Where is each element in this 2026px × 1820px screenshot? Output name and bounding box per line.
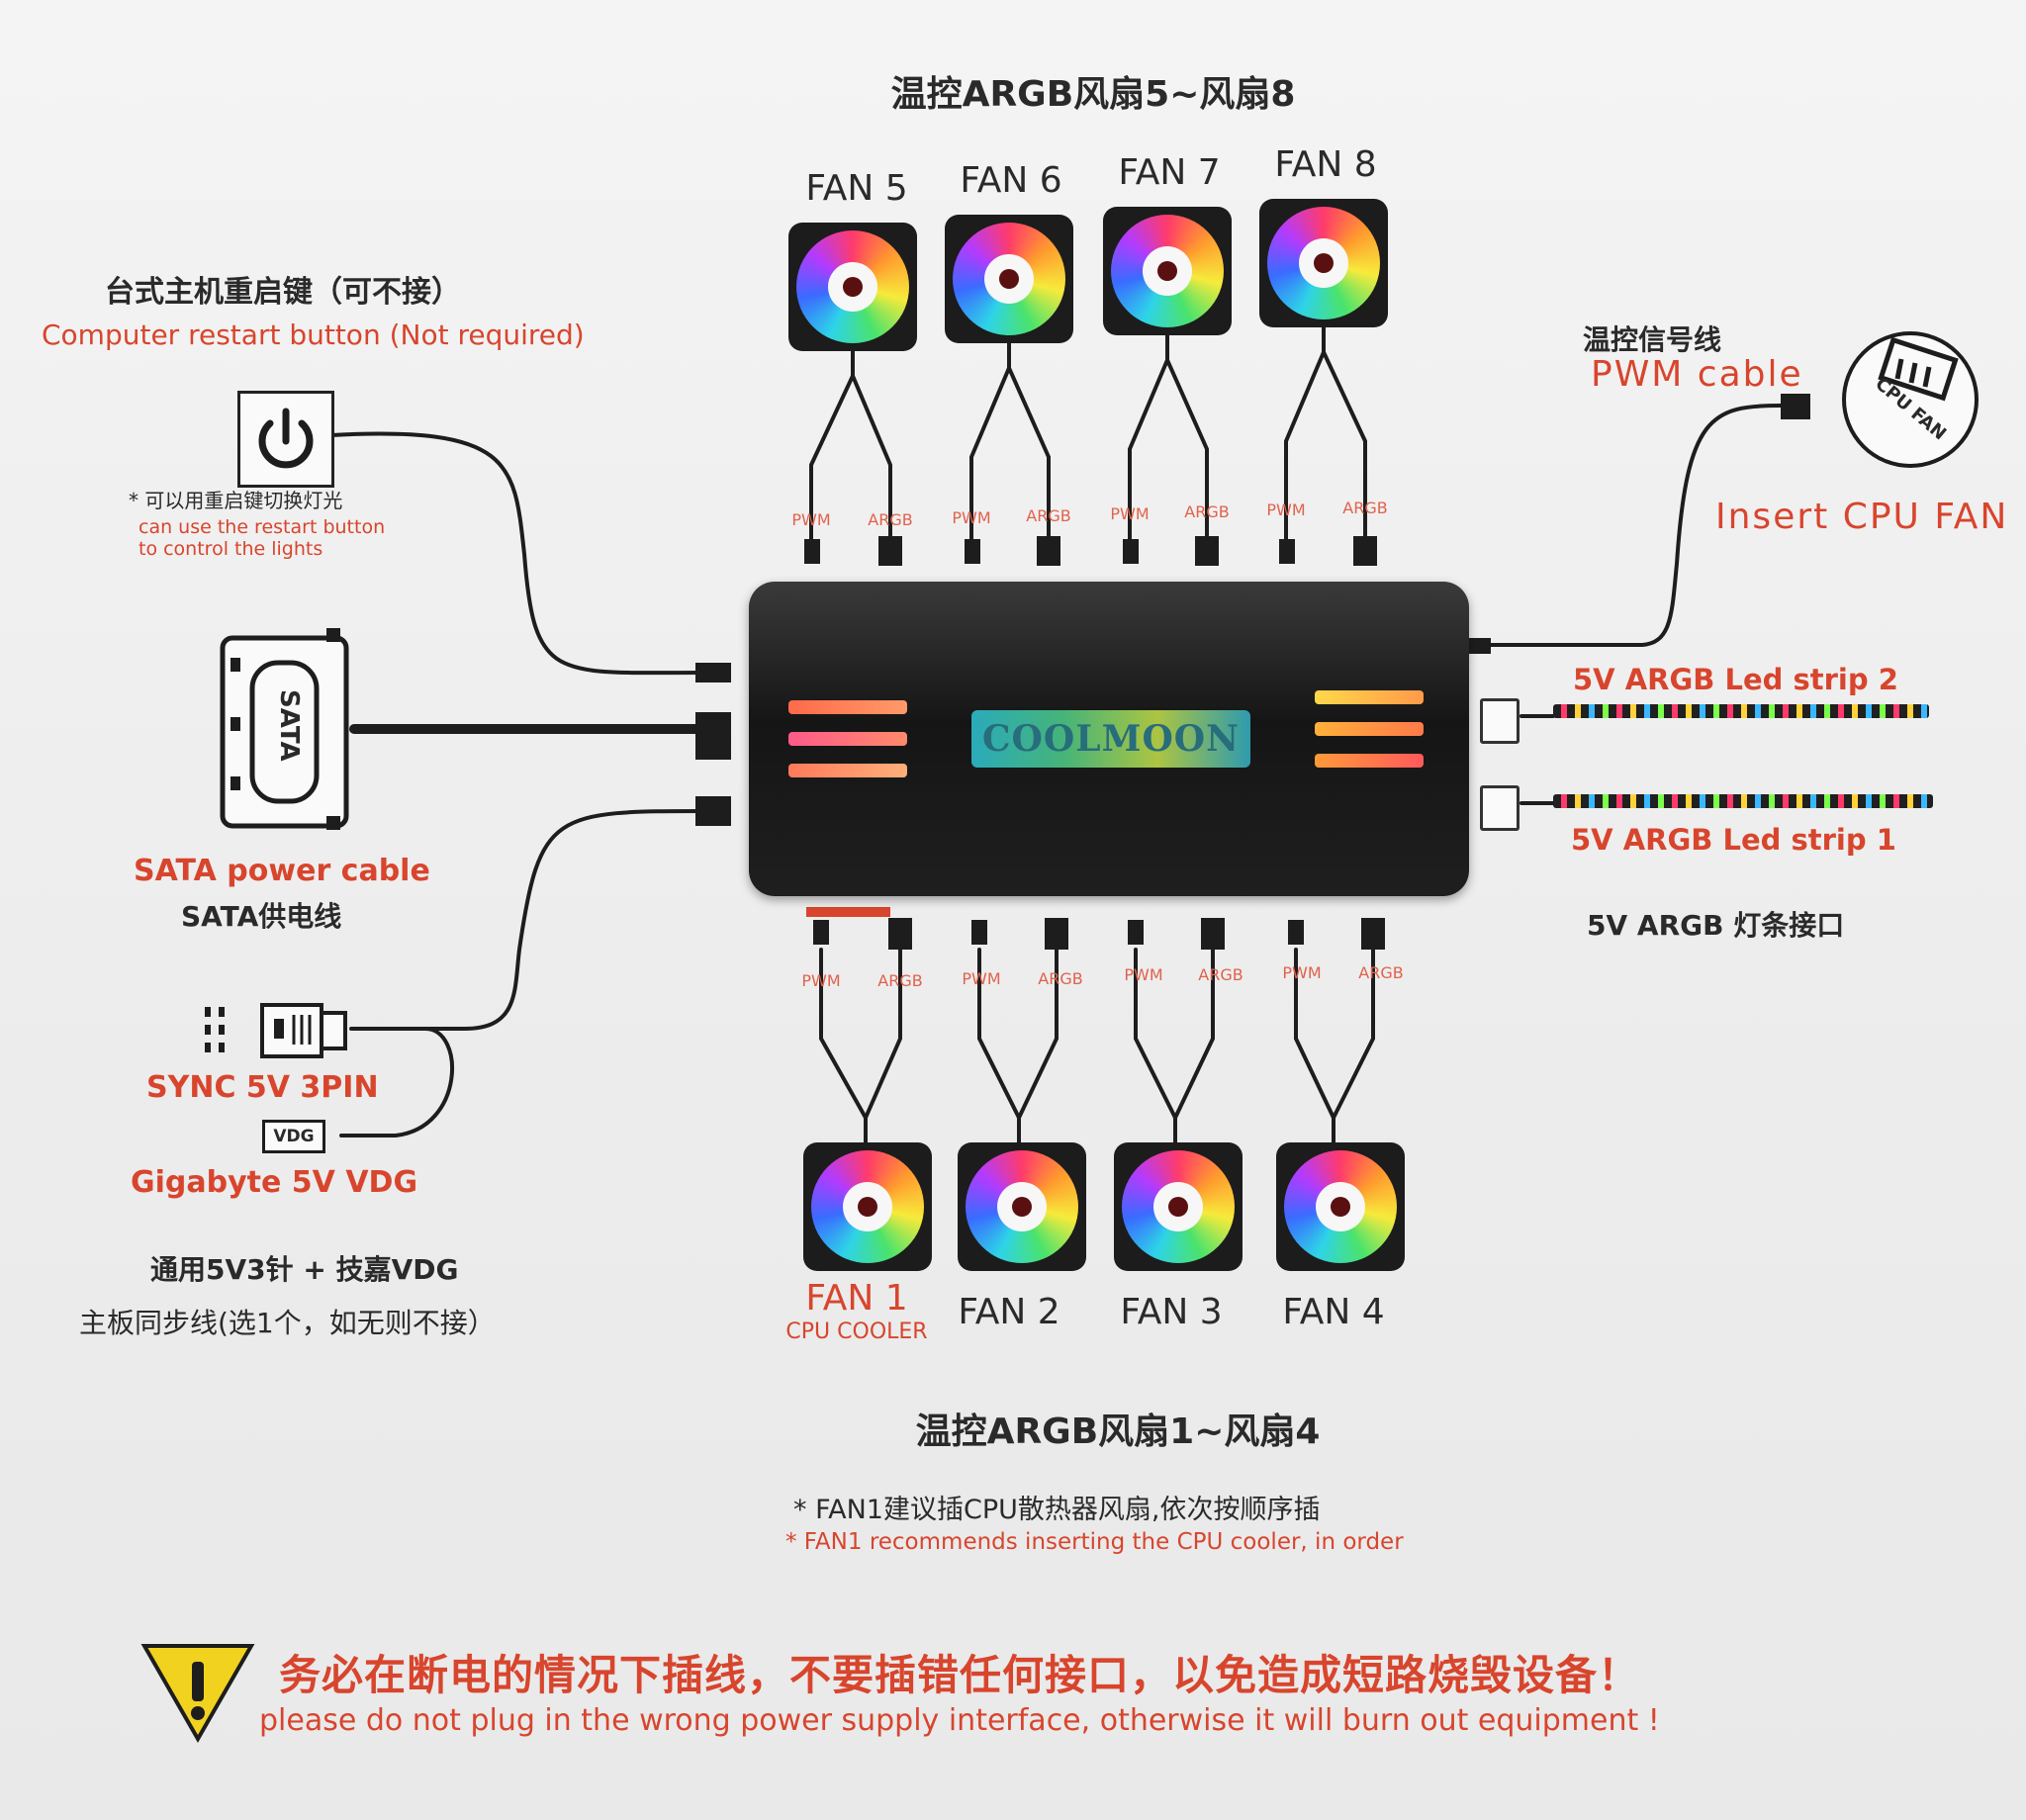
fan-2-icon (958, 1142, 1086, 1271)
sata-label-cn: SATA供电线 (181, 900, 342, 933)
fan-5-icon (788, 223, 917, 351)
fan-6-label: FAN 6 (960, 160, 1062, 201)
restart-note-en-1: can use the restart button (138, 516, 386, 538)
sata-connector-icon: SATA (213, 618, 356, 841)
pin-label-argb: ARGB (1026, 506, 1071, 525)
pin-label-argb: ARGB (877, 971, 923, 990)
fan-2-label: FAN 2 (958, 1292, 1060, 1332)
pin-label-argb: ARGB (868, 510, 913, 529)
restart-title-cn: 台式主机重启键（可不接） (105, 275, 461, 310)
pin-label-pwm: PWM (1110, 504, 1150, 523)
restart-title-en: Computer restart button (Not required) (42, 318, 585, 351)
led-strip-2-connector-icon (1480, 698, 1520, 744)
sync-cn-line-2: 主板同步线(选1个，如无则不接） (79, 1307, 496, 1339)
fan-7-icon (1103, 207, 1232, 335)
pin-label-pwm: PWM (1124, 965, 1163, 984)
sata-label-en: SATA power cable (134, 854, 430, 888)
fan-6-icon (945, 215, 1073, 343)
sync-label-vdg: Gigabyte 5V VDG (131, 1165, 418, 1200)
fan-1-sublabel: CPU COOLER (785, 1320, 928, 1344)
fan-1-icon (803, 1142, 932, 1271)
fan-5-label: FAN 5 (805, 168, 908, 209)
hub-led-bar (1315, 690, 1424, 704)
pin-label-argb: ARGB (1342, 499, 1388, 517)
fan1-note-cn: * FAN1建议插CPU散热器风扇,依次按顺序插 (793, 1495, 1321, 1525)
sync-cn-line-1: 通用5V3针 + 技嘉VDG (150, 1253, 459, 1286)
hub-led-bar (788, 764, 907, 777)
pin-label-argb: ARGB (1038, 969, 1083, 988)
insert-cpu-fan-label: Insert CPU FAN (1715, 497, 2009, 537)
led-strip-cn-label: 5V ARGB 灯条接口 (1587, 909, 1845, 942)
warning-text-cn: 务必在断电的情况下插线，不要插错任何接口，以免造成短路烧毁设备！ (279, 1651, 1641, 1699)
pin-label-pwm: PWM (801, 971, 841, 990)
fan-hub-controller: COOLMOON (749, 582, 1469, 896)
restart-note-en-2: to control the lights (138, 538, 323, 560)
pwm-cable-cn: 温控信号线 (1583, 323, 1722, 356)
vdg-connector-icon: VDG (262, 1120, 325, 1153)
led-strip-1-icon (1553, 794, 1933, 808)
pin-label-argb: ARGB (1198, 965, 1243, 984)
cpu-fan-header-icon: CPU FAN (1842, 331, 1979, 468)
fan-3-label: FAN 3 (1120, 1292, 1223, 1332)
pin-label-argb: ARGB (1184, 502, 1230, 521)
fan-1-label: FAN 1 (805, 1278, 908, 1319)
fan1-note-en: * FAN1 recommends inserting the CPU cool… (785, 1529, 1404, 1555)
fan-8-icon (1259, 199, 1388, 327)
pin-label-pwm: PWM (791, 510, 831, 529)
power-button-icon (237, 391, 334, 488)
led-strip-2-icon (1553, 704, 1929, 718)
sata-connector-text: SATA (274, 689, 304, 762)
fan-8-label: FAN 8 (1274, 144, 1377, 185)
led-strip-2-label: 5V ARGB Led strip 2 (1573, 663, 1898, 696)
fan-4-icon (1276, 1142, 1405, 1271)
hub-led-bar (1315, 722, 1424, 736)
sync-label-3pin: SYNC 5V 3PIN (146, 1070, 379, 1105)
warning-text-en: please do not plug in the wrong power su… (259, 1703, 1660, 1738)
pin-label-pwm: PWM (962, 969, 1001, 988)
pin-label-pwm: PWM (1266, 500, 1306, 519)
hub-led-bar (788, 700, 907, 714)
pin-label-argb: ARGB (1358, 963, 1404, 982)
pwm-cable-en: PWM cable (1591, 354, 1803, 395)
fan-7-label: FAN 7 (1118, 152, 1221, 193)
fan-4-label: FAN 4 (1282, 1292, 1385, 1332)
led-strip-1-label: 5V ARGB Led strip 1 (1571, 823, 1896, 857)
warning-icon (138, 1640, 257, 1745)
hub-led-bar (1315, 754, 1424, 768)
pin-label-pwm: PWM (1282, 963, 1322, 982)
led-strip-1-connector-icon (1480, 785, 1520, 831)
hub-logo: COOLMOON (971, 710, 1250, 768)
sync-3pin-connector-icon (203, 1001, 351, 1060)
pin-label-pwm: PWM (952, 508, 991, 527)
fan-3-icon (1114, 1142, 1243, 1271)
top-fans-title: 温控ARGB风扇5~风扇8 (890, 74, 1296, 115)
hub-led-bar (788, 732, 907, 746)
restart-note-cn: * 可以用重启键切换灯光 (129, 489, 343, 512)
bottom-fans-title: 温控ARGB风扇1~风扇4 (915, 1411, 1321, 1452)
